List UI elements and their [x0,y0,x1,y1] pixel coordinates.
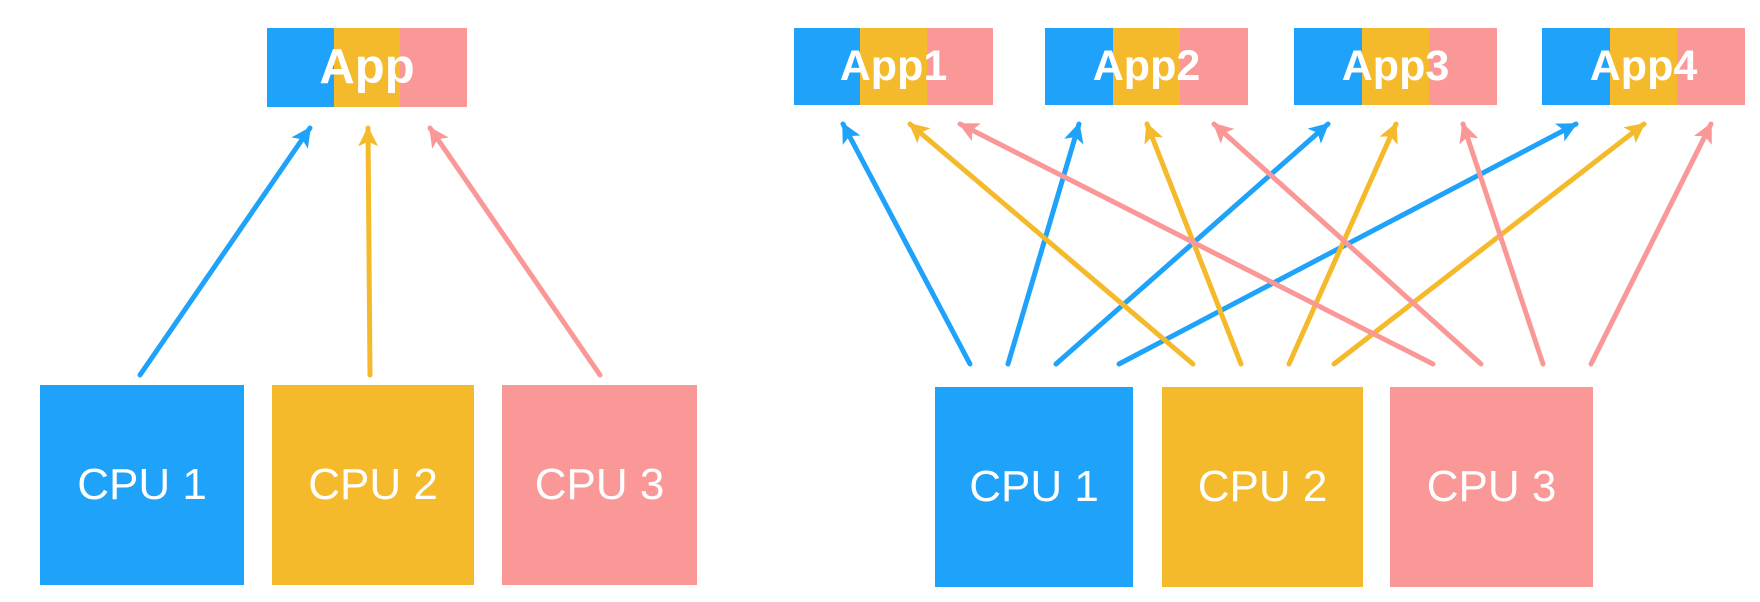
arrow-pink [1459,121,1546,367]
segment-blue [1542,28,1610,105]
arrow-pink [957,121,1436,367]
cpu-box-cpu-3: CPU 3 [502,385,697,585]
arrow-yellow [1331,121,1647,367]
arrow-pink [1211,121,1484,367]
segment-yellow [860,28,927,105]
segment-yellow [1112,28,1181,105]
segment-blue [794,28,861,105]
app-box-app3: App3 [1294,28,1498,105]
cpu-share-segments [1045,28,1249,105]
arrow-pink [427,125,603,378]
cpu-label: CPU 3 [534,460,665,509]
app-label: App [319,40,415,94]
cpu-box-cpu-2: CPU 2 [1162,387,1363,587]
segment-pink [1429,28,1498,105]
segment-pink [1180,28,1249,105]
app-box-app2: App2 [1045,28,1249,105]
segment-pink [400,28,468,107]
cpu-box-cpu-1: CPU 1 [40,385,244,585]
app-label: App1 [839,42,948,90]
app-label: App2 [1092,42,1201,90]
arrow-yellow [358,125,379,378]
cpu-label: CPU 2 [1197,462,1328,511]
arrow-blue [1005,121,1084,367]
cpu-label: CPU 1 [77,460,207,509]
app-box-app: App [267,28,468,107]
app-label: App4 [1589,42,1698,90]
cpu-share-segments [267,28,468,107]
arrow-blue [137,125,313,378]
segment-blue [267,28,334,107]
arrow-blue [840,121,973,367]
segment-blue [1294,28,1362,105]
cpu-share-segments [794,28,993,105]
cpu-label: CPU 1 [969,462,1099,511]
arrow-yellow [907,121,1196,367]
segment-pink [926,28,993,105]
segment-yellow [1361,28,1430,105]
cpu-label: CPU 3 [1426,462,1557,511]
segment-yellow [1609,28,1678,105]
cpu-box-cpu-3: CPU 3 [1390,387,1593,587]
segment-pink [1677,28,1746,105]
cpu-box-cpu-1: CPU 1 [935,387,1133,587]
app-box-app1: App1 [794,28,993,105]
cpu-share-segments [1294,28,1498,105]
arrow-yellow [1286,121,1399,367]
app-box-app4: App4 [1542,28,1746,105]
cpu-label: CPU 2 [308,460,438,509]
segment-blue [1045,28,1113,105]
cpu-box-cpu-2: CPU 2 [272,385,474,585]
cpu-share-segments [1542,28,1746,105]
segment-yellow [333,28,401,107]
app-label: App3 [1341,42,1450,90]
arrow-pink [1588,121,1714,367]
